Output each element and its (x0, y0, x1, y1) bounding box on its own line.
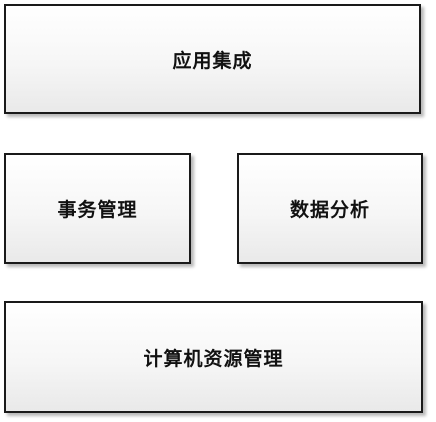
layer-computer-resource-management: 计算机资源管理 (4, 301, 423, 413)
layer-application-integration: 应用集成 (4, 4, 421, 114)
layer-label: 计算机资源管理 (143, 347, 284, 370)
layer-data-analysis: 数据分析 (237, 153, 423, 264)
layer-label: 事务管理 (57, 199, 138, 221)
layer-label: 应用集成 (172, 49, 253, 72)
layer-transaction-management: 事务管理 (4, 153, 191, 264)
layer-label: 数据分析 (289, 199, 370, 221)
